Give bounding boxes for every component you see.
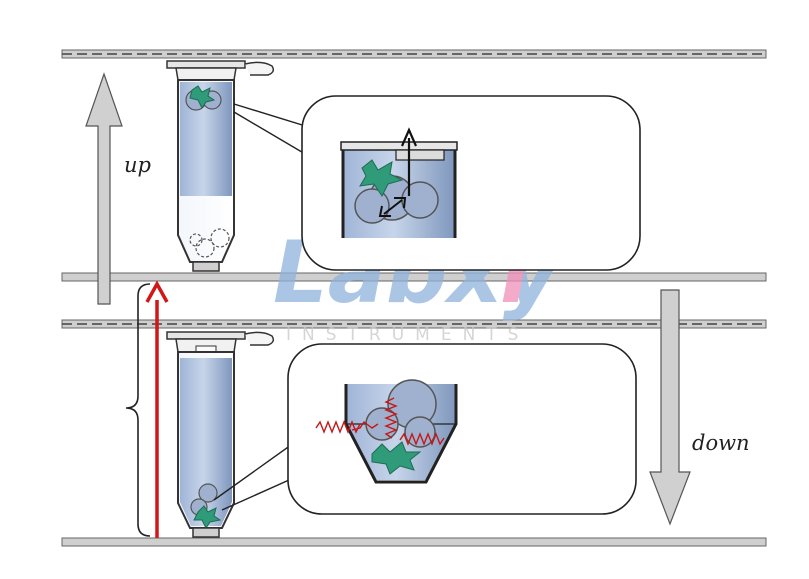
curly-brace-icon: [125, 283, 151, 537]
label-down: down: [692, 431, 750, 455]
top-shelf-dashed: [61, 49, 767, 59]
bottom-shelf: [61, 537, 767, 547]
arrow-down-icon: [649, 289, 691, 526]
middle-shelf-dashed: [61, 319, 767, 329]
callout-top: [233, 95, 641, 271]
tube-top: [166, 60, 275, 272]
arrow-up-icon: [85, 72, 123, 305]
shock-wave-icon: [315, 397, 445, 446]
motion-arrows-icon: [378, 127, 418, 217]
watermark-subtitle: INSTRUMENTS: [286, 325, 529, 345]
red-arrow-up-icon: [145, 280, 169, 538]
tube-bottom: [166, 331, 275, 538]
label-up: up: [124, 153, 151, 177]
middle-shelf: [61, 272, 767, 282]
callout-bottom: [213, 343, 637, 515]
